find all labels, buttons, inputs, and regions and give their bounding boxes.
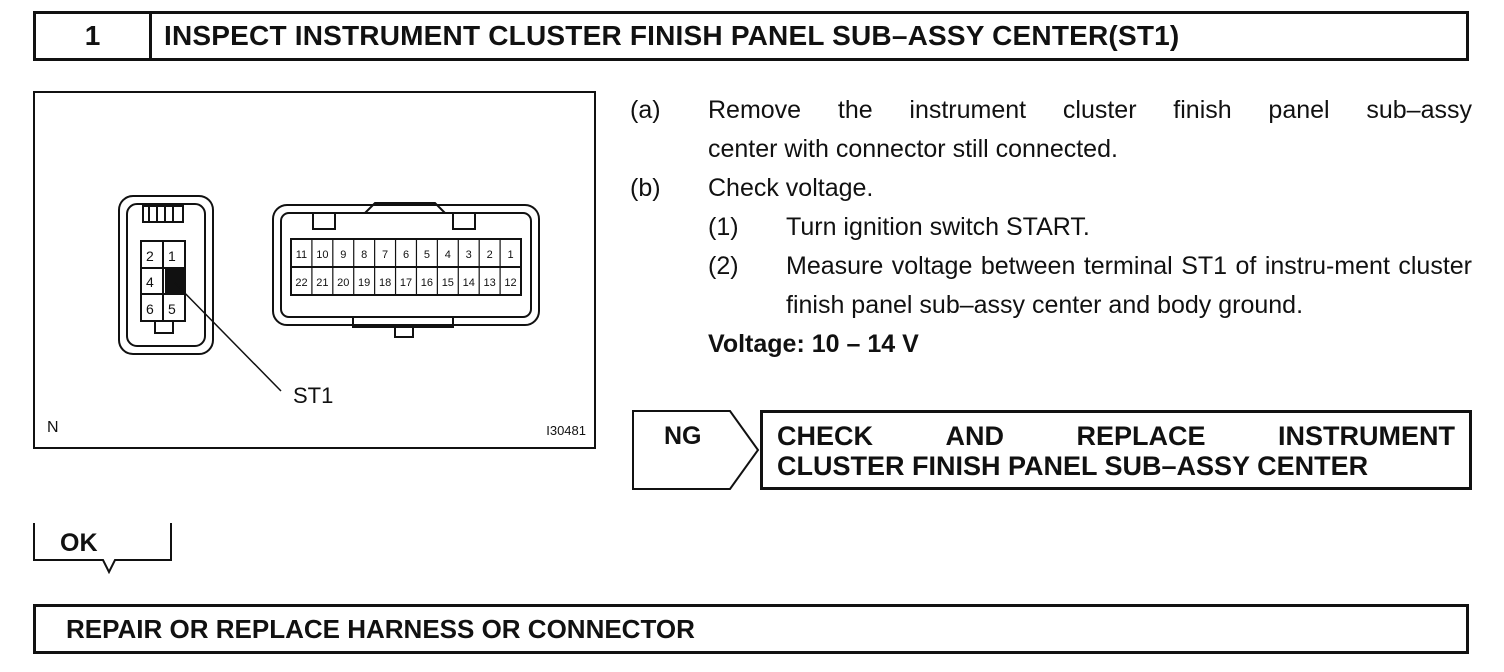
large-pin-13: 13 [484,277,496,289]
large-pin-7: 7 [382,249,388,261]
step-b2: (2) Measure voltage between terminal ST1… [708,252,1472,319]
corner-label: N [47,419,59,436]
small-pin-6: 6 [146,301,154,317]
large-pin-11: 11 [296,249,307,261]
callout-line [174,282,282,392]
ng-label: NG [664,422,702,450]
ok-label: OK [60,529,98,557]
ok-arrow-tag [33,523,172,574]
large-pin-1: 1 [507,249,513,261]
small-pin-2: 2 [146,248,154,264]
small-pin-4: 4 [146,274,154,290]
small-connector [118,195,214,355]
large-pin-2: 2 [487,249,493,261]
step-number: 1 [36,14,152,58]
step-header: 1 INSPECT INSTRUMENT CLUSTER FINISH PANE… [33,11,1469,61]
large-pin-6: 6 [403,249,409,261]
large-pin-19: 19 [358,277,370,289]
large-pin-16: 16 [421,277,433,289]
small-pin-1: 1 [168,248,176,264]
large-pin-22: 22 [295,277,307,289]
large-pin-10: 10 [316,249,328,261]
large-pin-14: 14 [463,277,475,289]
large-pin-3: 3 [466,249,472,261]
large-pin-4: 4 [445,249,451,261]
large-pin-9: 9 [340,249,346,261]
step-b1: (1) Turn ignition switch START. [708,213,1090,241]
large-pin-21: 21 [316,277,328,289]
callout-label: ST1 [293,383,334,408]
large-pin-12: 12 [504,277,516,289]
ng-word: REPLACE [1076,421,1206,451]
final-action-box: REPAIR OR REPLACE HARNESS OR CONNECTOR [33,604,1469,654]
large-pin-20: 20 [337,277,349,289]
step-title: INSPECT INSTRUMENT CLUSTER FINISH PANEL … [164,20,1180,51]
ng-word: INSTRUMENT [1277,421,1455,451]
small-pin-5: 5 [168,301,176,317]
large-pin-15: 15 [442,277,454,289]
large-pin-5: 5 [424,249,430,261]
step-b: (b) Check voltage. [630,174,874,202]
ng-word: AND [945,421,1005,451]
voltage-spec: Voltage: 10 – 14 V [708,330,919,358]
large-pin-18: 18 [379,277,391,289]
step-a: (a) Remove the instrument cluster finish… [630,96,1472,124]
ng-arrow-tag [632,410,760,490]
large-connector [272,202,540,338]
instructions: (a) Remove the instrument cluster finish… [630,91,1472,364]
large-pin-17: 17 [400,277,412,289]
figure-id: I30481 [546,423,586,438]
large-pin-8: 8 [361,249,367,261]
ng-word: CHECK [777,421,874,451]
